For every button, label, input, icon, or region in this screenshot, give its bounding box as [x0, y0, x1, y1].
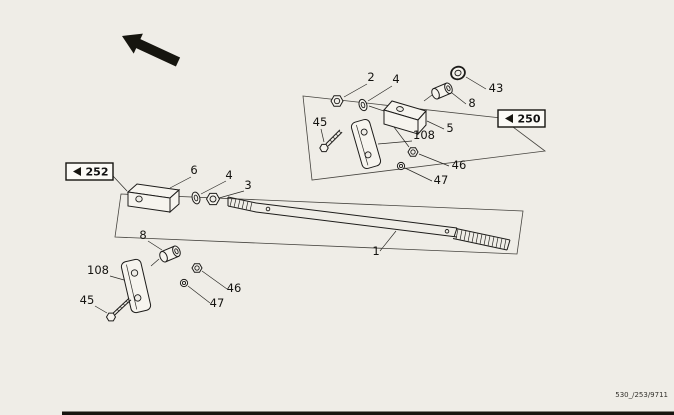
washer-47-lower-inner [181, 280, 187, 286]
ref-box-250-number: 250 [518, 113, 541, 126]
washer-4-upper [358, 98, 368, 112]
block-6-right-face [169, 188, 180, 214]
tie-rod [227, 196, 511, 251]
locknut-46-upper [407, 147, 419, 157]
bracket-108-upper [350, 118, 382, 170]
rod-hole-left [265, 206, 271, 212]
bracket-108-upper-fold [356, 124, 369, 166]
block-6-hole [135, 195, 143, 203]
bolt-45-upper [319, 129, 343, 153]
callout-4-left: 4 [225, 168, 232, 182]
rod-right-thread-ticks [455, 228, 507, 250]
direction-arrow-icon [122, 33, 181, 67]
bolt-45-lower [105, 297, 132, 322]
block-5-right-face [417, 109, 427, 136]
rod-hole-right [444, 229, 450, 234]
callout-43: 43 [489, 81, 504, 95]
upper-axis-line-3 [423, 94, 433, 102]
bracket-108-upper-plate [350, 118, 382, 170]
callout-1: 1 [372, 244, 379, 258]
nut-2 [330, 95, 344, 107]
bracket-108-lower-hole-top [130, 269, 139, 277]
callout-47-lower: 47 [210, 296, 225, 310]
bolt-45-upper-head [319, 143, 329, 153]
bushing-8-lower [159, 245, 181, 263]
bracket-108-lower-plate [120, 258, 152, 314]
callout-46-lower: 46 [227, 281, 242, 295]
block-6 [126, 183, 181, 214]
ref-box-250-frame [497, 109, 546, 128]
callout-3: 3 [244, 178, 251, 192]
nut-3 [205, 192, 221, 206]
callout-8-lower: 8 [139, 228, 146, 242]
bolt-45-lower-shaft [112, 297, 132, 316]
ref-box-250-left-pointer-icon [505, 114, 513, 123]
washer-47-upper-inner [398, 163, 404, 169]
nut-3-bore [209, 195, 217, 203]
washer-4-left [191, 191, 201, 205]
rod-right-thread-outline [452, 228, 511, 251]
callout-2: 2 [367, 70, 374, 84]
bolt-45-lower-head [105, 312, 117, 322]
bushing-8-upper [431, 82, 453, 100]
bushing-8-upper-bore [446, 85, 451, 92]
washer-47-upper [396, 161, 406, 171]
upper-axis-line-1 [368, 105, 385, 112]
callout-45-upper: 45 [313, 115, 328, 129]
washer-4-left-inner [193, 194, 199, 202]
frame-rod-assembly [114, 193, 524, 255]
callout-45-lower: 45 [80, 293, 95, 307]
bushing-8-lower-bore [174, 248, 179, 255]
ring-43-inner [454, 69, 462, 77]
callout-46-upper: 46 [452, 158, 467, 172]
callout-4-upper: 4 [392, 72, 399, 86]
bolt-45-upper-threads [329, 130, 342, 143]
bracket-108-lower-fold [126, 264, 138, 310]
locknut-46-lower-bore [194, 265, 200, 271]
callout-5: 5 [446, 121, 453, 135]
ref-box-250: 250 [497, 109, 546, 128]
doc-code: 530_/253/9711 [615, 391, 668, 399]
rod-left-thread-ticks [229, 197, 253, 211]
block-5 [383, 100, 427, 136]
callout-leader-lines [94, 76, 487, 314]
callout-108-upper: 108 [413, 128, 435, 142]
block-5-hole [396, 106, 404, 112]
rod-shaft [255, 202, 458, 238]
callout-108-lower: 108 [87, 263, 109, 277]
bracket-108-lower [120, 258, 152, 314]
washer-47-lower [179, 278, 189, 288]
ring-43 [450, 65, 466, 81]
ref-box-252-frame [65, 162, 114, 181]
callout-47-upper: 47 [434, 173, 449, 187]
washer-4-upper-inner [360, 101, 366, 109]
bracket-108-upper-hole-bottom [364, 151, 372, 159]
locknut-46-upper-bore [410, 149, 416, 155]
frame-upper-assembly [302, 95, 547, 181]
ref-box-252-left-pointer-icon [73, 167, 81, 176]
scan-edge-strip [62, 411, 674, 415]
ref-box-252-number: 252 [86, 166, 109, 179]
callout-6: 6 [190, 163, 197, 177]
lower-axis-line [150, 258, 160, 267]
callout-8-upper: 8 [468, 96, 475, 110]
bushing-8-lower-left-face [159, 251, 168, 263]
nut-2-bore [333, 97, 341, 105]
upper-axis-line-2 [393, 126, 410, 148]
bolt-45-lower-threads [116, 300, 129, 312]
bushing-8-upper-left-face [431, 88, 440, 100]
bracket-108-lower-hole-bottom [134, 294, 142, 302]
locknut-46-lower [191, 263, 203, 273]
bracket-108-upper-hole-top [360, 128, 368, 136]
ref-box-252: 252 [65, 162, 114, 181]
